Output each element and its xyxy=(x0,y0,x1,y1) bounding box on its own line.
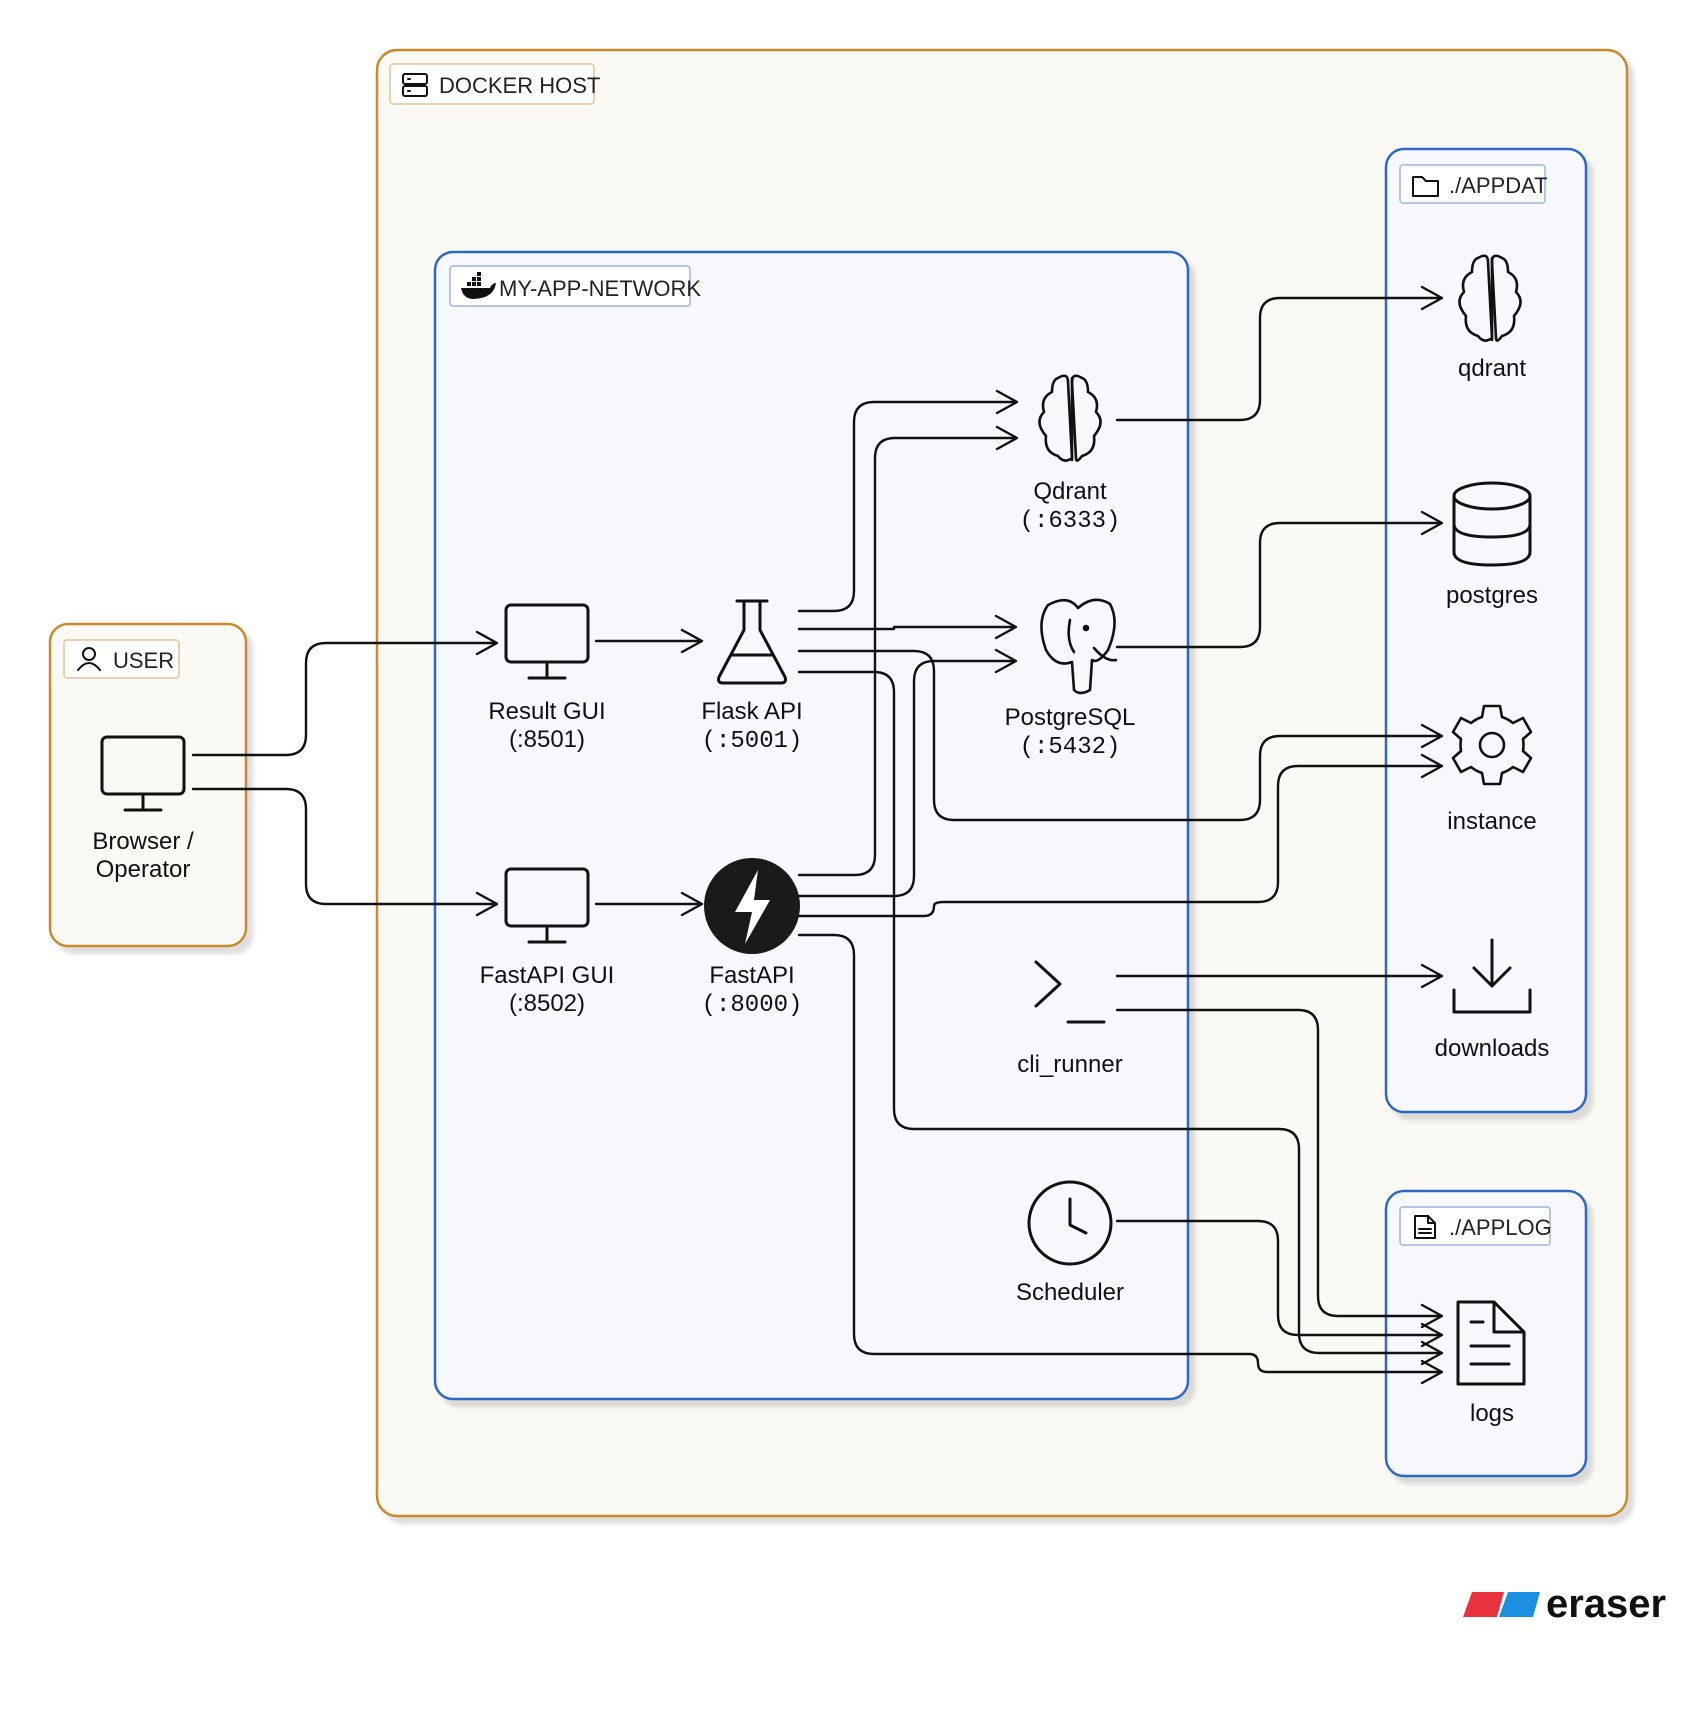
arrowheads xyxy=(475,285,1444,1385)
user-group-title: USER xyxy=(113,648,174,673)
cli-runner-label: cli_runner xyxy=(1017,1051,1122,1078)
result-gui-label: Result GUI xyxy=(488,698,605,725)
applog-title: ./APPLOG xyxy=(1449,1215,1552,1240)
edge-flask-qdrant xyxy=(797,400,1017,613)
clock-icon xyxy=(1027,1180,1113,1266)
user-group: USER xyxy=(48,622,248,948)
volume-qdrant-node[interactable]: qdrant xyxy=(1458,254,1526,382)
qdrant-node[interactable]: Qdrant (:6333) xyxy=(1020,374,1121,535)
edge-browser-result-gui xyxy=(191,641,497,757)
fastapi-gui-label: FastAPI GUI xyxy=(480,962,615,989)
postgresql-node[interactable]: PostgreSQL (:5432) xyxy=(1005,598,1136,761)
browser-node[interactable]: Browser / Operator xyxy=(92,735,194,883)
fastapi-node[interactable]: FastAPI (:8000) xyxy=(702,858,803,1019)
scheduler-label: Scheduler xyxy=(1016,1279,1124,1306)
monitor-icon xyxy=(100,735,186,812)
docker-whale-icon xyxy=(461,272,496,299)
qdrant-port: (:6333) xyxy=(1020,508,1121,535)
gear-icon xyxy=(1451,704,1533,786)
applog-group: ./APPLOG xyxy=(1384,1189,1588,1478)
edge-fastapi-postgres xyxy=(797,659,1016,898)
download-icon xyxy=(1452,938,1532,1014)
edge-flask-logs xyxy=(797,670,1442,1355)
network-group: MY-APP-NETWORK xyxy=(433,250,1190,1401)
volume-instance-label: instance xyxy=(1447,808,1536,835)
qdrant-label: Qdrant xyxy=(1033,478,1107,505)
flask-api-node[interactable]: Flask API (:5001) xyxy=(701,599,803,755)
user-icon xyxy=(77,647,101,671)
network-title: MY-APP-NETWORK xyxy=(499,276,701,301)
edge-browser-fastapi-gui xyxy=(191,787,497,906)
fastapi-bolt-icon xyxy=(704,858,800,954)
appdata-title: ./APPDAT xyxy=(1449,173,1548,198)
fastapi-gui-node[interactable]: FastAPI GUI (:8502) xyxy=(480,867,615,1017)
flask-icon xyxy=(717,599,787,685)
volume-logs-node[interactable]: logs xyxy=(1456,1300,1526,1427)
scheduler-node[interactable]: Scheduler xyxy=(1016,1180,1124,1306)
edge-cli-logs xyxy=(1115,1008,1442,1318)
docker-host-title: DOCKER HOST xyxy=(439,73,600,98)
fastapi-label: FastAPI xyxy=(709,962,794,989)
folder-icon xyxy=(1412,176,1439,197)
monitor-icon xyxy=(504,867,590,944)
volume-downloads-node[interactable]: downloads xyxy=(1435,938,1550,1062)
database-icon xyxy=(1452,481,1532,567)
edge-qdrant-vol xyxy=(1115,296,1442,422)
cli-runner-node[interactable]: cli_runner xyxy=(1017,960,1123,1078)
elephant-icon xyxy=(1040,598,1118,695)
edge-flask-postgres xyxy=(797,625,1016,631)
brain-icon xyxy=(1038,374,1102,462)
brand-wordmark: eraser xyxy=(1546,1582,1666,1626)
result-gui-port: (:8501) xyxy=(509,726,585,753)
result-gui-node[interactable]: Result GUI (:8501) xyxy=(488,603,606,753)
postgresql-port: (:5432) xyxy=(1020,734,1121,761)
document-icon xyxy=(1456,1300,1526,1386)
brain-icon xyxy=(1458,254,1522,342)
volume-logs-label: logs xyxy=(1470,1400,1514,1427)
flask-api-label: Flask API xyxy=(701,698,802,725)
file-icon xyxy=(1414,1215,1436,1239)
eraser-logo: eraser xyxy=(1463,1582,1666,1626)
volume-instance-node[interactable]: instance xyxy=(1447,704,1537,835)
volume-downloads-label: downloads xyxy=(1435,1035,1550,1062)
server-icon xyxy=(402,73,428,97)
postgresql-label: PostgreSQL xyxy=(1005,704,1136,731)
appdata-group: ./APPDAT xyxy=(1384,147,1588,1114)
monitor-icon xyxy=(504,603,590,680)
fastapi-port: (:8000) xyxy=(702,992,803,1019)
browser-label-2: Operator xyxy=(96,856,191,883)
edge-fastapi-logs xyxy=(797,933,1442,1374)
volume-qdrant-label: qdrant xyxy=(1458,355,1526,382)
edge-scheduler-logs xyxy=(1115,1219,1442,1337)
edge-fastapi-qdrant xyxy=(797,436,1017,877)
volume-postgres-label: postgres xyxy=(1446,582,1538,609)
edge-fastapi-instance xyxy=(797,764,1442,918)
volume-postgres-node[interactable]: postgres xyxy=(1446,481,1538,609)
terminal-icon xyxy=(1034,960,1106,1024)
browser-label-1: Browser / xyxy=(92,828,194,855)
connectors xyxy=(191,296,1442,1374)
flask-api-port: (:5001) xyxy=(702,728,803,755)
edge-postgres-vol xyxy=(1115,521,1442,649)
edge-flask-instance xyxy=(797,649,1442,822)
fastapi-gui-port: (:8502) xyxy=(509,990,585,1017)
